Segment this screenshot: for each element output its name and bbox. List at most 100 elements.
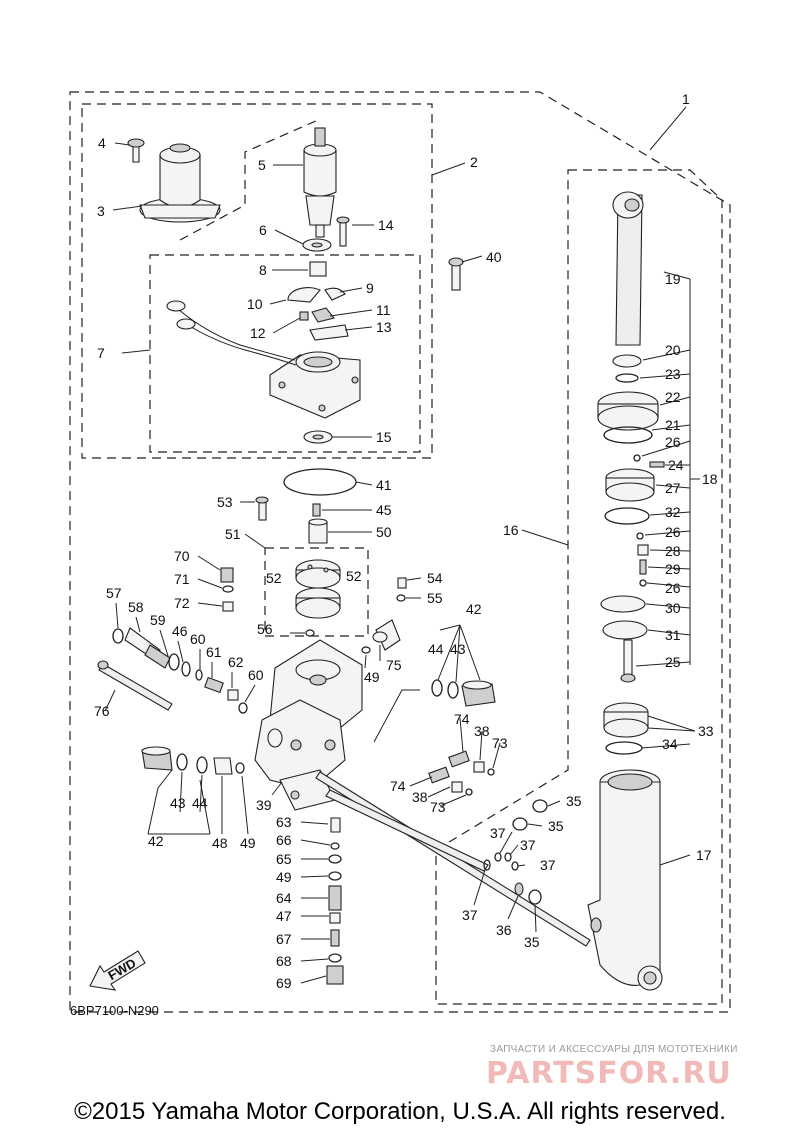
callout-33: 33 — [698, 723, 714, 739]
callout-52a: 52 — [266, 570, 282, 586]
assembly-16-boundary — [435, 169, 723, 1005]
ball-73-lower — [465, 788, 473, 796]
piston-33 — [603, 702, 649, 738]
callout-35c: 35 — [524, 934, 540, 950]
callout-9: 9 — [366, 280, 374, 296]
motor-bolt — [127, 138, 145, 163]
callout-68: 68 — [276, 953, 292, 969]
callout-61: 61 — [206, 644, 222, 660]
tilt-rod-19 — [612, 191, 644, 346]
washer-30 — [600, 595, 646, 613]
callout-38b: 38 — [412, 789, 428, 805]
assembly-51-boundary — [264, 547, 369, 637]
pipe-upper — [315, 771, 591, 947]
spring-64 — [328, 885, 342, 911]
callout-8: 8 — [259, 262, 267, 278]
callout-43b: 43 — [170, 795, 186, 811]
callout-72: 72 — [174, 595, 190, 611]
callout-5: 5 — [258, 157, 266, 173]
ring-55 — [396, 594, 406, 602]
callout-57: 57 — [106, 585, 122, 601]
callout-60a: 60 — [190, 631, 206, 647]
o-ring-23 — [615, 373, 639, 383]
ball-26-upper — [633, 454, 641, 462]
valve-38-upper — [473, 761, 485, 773]
callout-37a: 37 — [490, 825, 506, 841]
callout-42a: 42 — [466, 601, 482, 617]
callout-18: 18 — [702, 471, 718, 487]
o-ring-37-b — [504, 852, 512, 862]
brush-holder — [287, 287, 349, 341]
spring-61 — [204, 676, 224, 694]
callout-45: 45 — [376, 502, 392, 518]
callout-73a: 73 — [492, 735, 508, 751]
assembly-7-boundary — [149, 254, 421, 453]
callout-37c: 37 — [540, 857, 556, 873]
callout-60b: 60 — [248, 667, 264, 683]
callout-1: 1 — [682, 91, 690, 107]
piston-27 — [605, 468, 655, 502]
valve-62 — [227, 689, 239, 701]
manifold-body — [254, 639, 363, 811]
spring-45 — [312, 503, 321, 517]
assembly-2-boundary — [81, 103, 433, 459]
callout-16: 16 — [503, 522, 519, 538]
callout-3: 3 — [97, 203, 105, 219]
o-ring-43-left — [176, 753, 188, 771]
callout-49a: 49 — [364, 669, 380, 685]
callout-44b: 44 — [192, 795, 208, 811]
callout-14: 14 — [378, 217, 394, 233]
brush — [309, 261, 327, 277]
callout-10: 10 — [247, 296, 263, 312]
callout-20: 20 — [665, 342, 681, 358]
callout-51: 51 — [225, 526, 241, 542]
gear-pump-lower — [295, 587, 341, 619]
ball-26-lower — [639, 579, 647, 587]
bolt-40 — [448, 257, 464, 291]
callout-39: 39 — [256, 797, 272, 813]
callout-58: 58 — [128, 599, 144, 615]
filter-42-left — [141, 746, 173, 771]
valve-28 — [637, 544, 649, 556]
callout-49c: 49 — [276, 869, 292, 885]
end-cap — [269, 351, 361, 419]
ring-60-upper — [195, 669, 203, 681]
callout-13: 13 — [376, 319, 392, 335]
callout-19: 19 — [665, 271, 681, 287]
callout-49b: 49 — [240, 835, 256, 851]
ring-66 — [330, 842, 340, 850]
assembly-1-boundary — [69, 91, 731, 1013]
callout-59: 59 — [150, 612, 166, 628]
filter-36 — [514, 882, 524, 896]
seal-71 — [222, 585, 234, 593]
o-ring-46 — [181, 661, 191, 677]
filter-42-right — [461, 680, 496, 707]
callout-48: 48 — [212, 835, 228, 851]
callout-66: 66 — [276, 832, 292, 848]
callout-37d: 37 — [462, 907, 478, 923]
callout-71: 71 — [174, 571, 190, 587]
callout-7: 7 — [97, 345, 105, 361]
callout-labels: 1 2 3 4 5 6 7 8 9 10 11 12 13 14 15 16 1… — [94, 91, 718, 991]
callout-26b: 26 — [665, 524, 681, 540]
spring-67 — [330, 929, 340, 947]
exploded-parts-diagram: FWD — [69, 91, 731, 1018]
seal — [302, 238, 332, 252]
forward-arrow-icon: FWD — [89, 950, 146, 991]
callout-29: 29 — [665, 561, 681, 577]
callout-37b: 37 — [520, 837, 536, 853]
callout-11: 11 — [376, 302, 391, 318]
callout-76: 76 — [94, 703, 110, 719]
o-ring-44-left — [196, 756, 208, 774]
o-ring-34 — [605, 741, 643, 755]
callout-31: 31 — [665, 627, 681, 643]
callout-22: 22 — [665, 389, 681, 405]
watermark-subtitle: ЗАПЧАСТИ И АКСЕССУАРЫ ДЛЯ МОТОТЕХНИКИ — [490, 1044, 738, 1055]
o-ring-35-b — [512, 817, 528, 831]
callout-40: 40 — [486, 249, 502, 265]
callout-67: 67 — [276, 931, 292, 947]
assembly-2-step-line — [179, 119, 319, 241]
o-ring-21 — [603, 426, 653, 444]
pin-54 — [397, 577, 407, 589]
callout-38a: 38 — [474, 723, 490, 739]
